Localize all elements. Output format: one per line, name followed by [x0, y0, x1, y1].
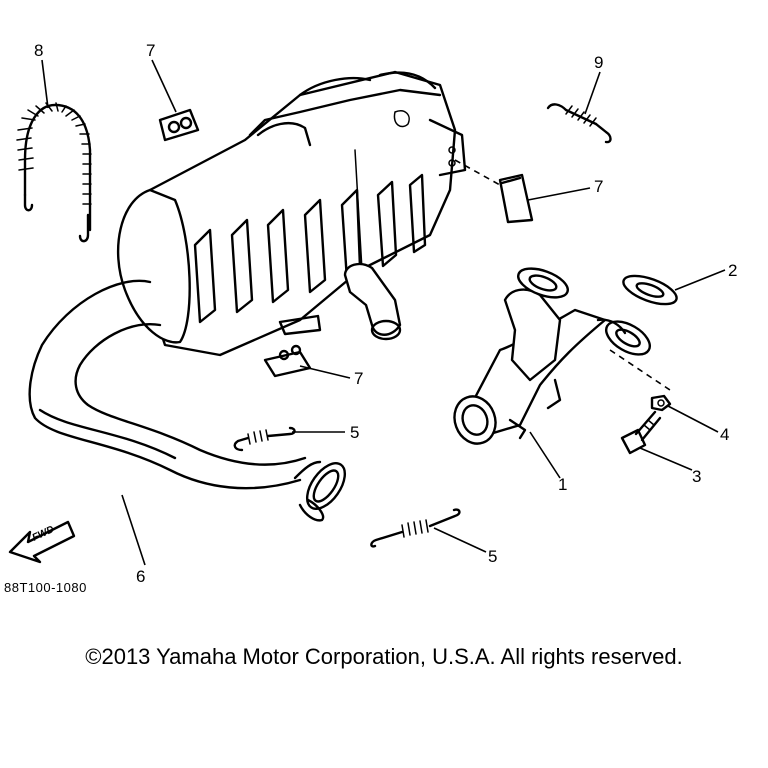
leader-3	[639, 447, 693, 471]
bracket-7-bottom	[263, 344, 312, 378]
nut-4	[650, 394, 672, 412]
leader-1	[529, 431, 561, 479]
spring-9	[546, 103, 612, 144]
fwd-arrow-icon: FWD	[8, 520, 76, 564]
callout-5-upper: 5	[350, 423, 359, 442]
callout-1: 1	[558, 475, 567, 494]
leader-2	[674, 269, 726, 291]
callout-9: 9	[594, 53, 603, 72]
leader-5-lower	[433, 527, 487, 553]
copyright-notice: ©2013 Yamaha Motor Corporation, U.S.A. A…	[85, 644, 683, 669]
callout-6: 6	[136, 567, 145, 586]
leader-7-top	[151, 59, 177, 113]
assembly-line-bolt	[609, 349, 671, 391]
bolt-3	[620, 410, 662, 455]
gasket-2	[622, 274, 678, 306]
leader-6	[121, 494, 146, 566]
leader-7-bottom	[299, 365, 351, 379]
muffler	[116, 70, 467, 357]
exhaust-manifold-1	[453, 267, 651, 445]
assembly-line-bracket	[454, 159, 501, 186]
callout-8: 8	[34, 41, 43, 60]
leader-4	[667, 405, 719, 433]
spring-5-upper	[233, 426, 296, 452]
callout-4: 4	[720, 425, 729, 444]
bracket-7-top	[158, 108, 200, 142]
callout-3: 3	[692, 467, 701, 486]
figure-part-number: 88T100-1080	[4, 580, 87, 595]
callout-7-right: 7	[594, 177, 603, 196]
exhaust-parts-diagram: FWD 8 7 9 7 2 7 4 5 3 1 5 6 88T100-1080	[4, 41, 737, 595]
callout-2: 2	[728, 261, 737, 280]
bracket-7-right	[498, 173, 534, 224]
callout-7-top: 7	[146, 41, 155, 60]
spring-5-lower	[370, 508, 461, 548]
leader-7-right	[527, 187, 591, 201]
spring-8	[16, 102, 92, 243]
leader-8	[41, 59, 49, 109]
leader-9	[584, 71, 601, 115]
exhaust-pipe-6	[28, 279, 347, 522]
callout-5-lower: 5	[488, 547, 497, 566]
callout-7-bottom: 7	[354, 369, 363, 388]
